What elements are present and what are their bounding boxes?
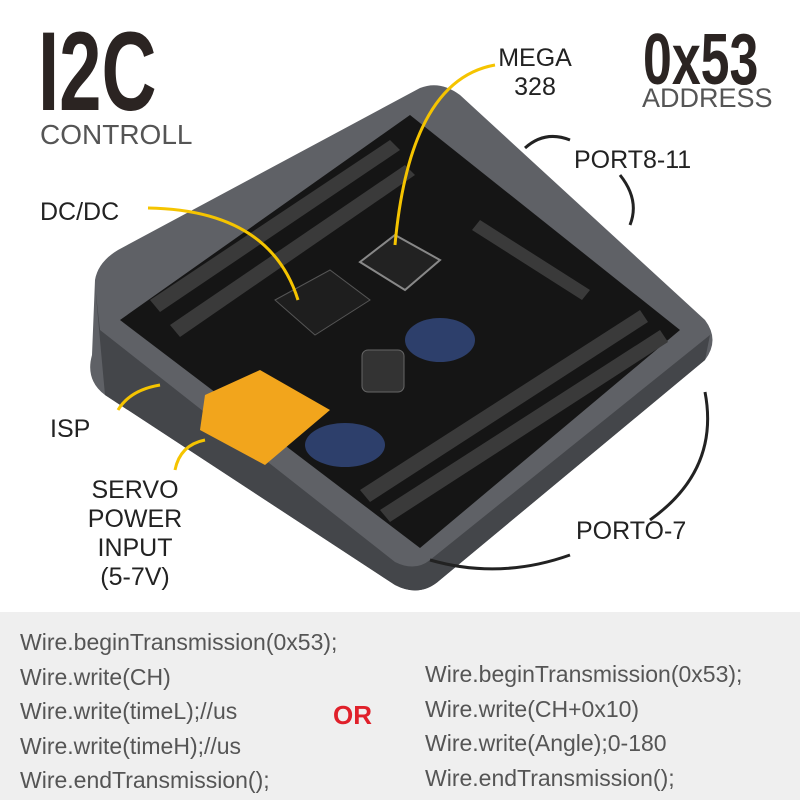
or-separator: OR (333, 700, 372, 730)
servo-line-2: POWER (87, 505, 183, 533)
callout-arrows (116, 63, 496, 471)
callout-port0-7: PORTO-7 (576, 517, 687, 545)
code-block-left: Wire.beginTransmission(0x53); Wire.write… (20, 625, 337, 798)
xt30-connector (200, 370, 330, 465)
title-controll: CONTROLL (40, 119, 193, 150)
callout-dcdc: DC/DC (40, 198, 120, 226)
code-line: Wire.write(CH) (20, 663, 171, 690)
code-line: Wire.beginTransmission(0x53); (425, 661, 743, 687)
code-line: Wire.endTransmission(); (20, 767, 270, 793)
capacitor (405, 318, 475, 362)
capacitor (305, 423, 385, 467)
code-line: Wire.beginTransmission(0x53); (20, 629, 338, 655)
code-line: Wire.write(timeL);//us (20, 698, 238, 724)
address-value: 0x53 (643, 20, 759, 100)
mcu-line-2: 328 (514, 73, 556, 101)
title-i2c: I2C (38, 9, 157, 134)
callout-servo-power: SERVO POWER INPUT (5-7V) (70, 476, 200, 592)
callout-mega328: MEGA 328 (490, 44, 580, 102)
dcdc-module (274, 269, 371, 336)
mcu-chip (358, 233, 442, 292)
callout-brackets (429, 134, 710, 571)
code-line: Wire.write(Angle);0-180 (425, 730, 667, 756)
servo-line-3: INPUT (97, 534, 173, 562)
callout-port8-11: PORT8-11 (574, 146, 692, 174)
mcu-line-1: MEGA (498, 44, 572, 72)
code-line: Wire.write(CH+0x10) (425, 695, 640, 722)
code-block-right: Wire.beginTransmission(0x53); Wire.write… (425, 657, 742, 795)
servo-line-1: SERVO (91, 476, 179, 504)
servo-controller-board-illustration (90, 63, 713, 591)
inductor (361, 349, 405, 393)
code-panel (0, 612, 800, 800)
pcb (120, 115, 680, 548)
code-line: Wire.write(timeH);//us (20, 732, 242, 759)
servo-line-4: (5-7V) (100, 563, 170, 591)
pin-headers (150, 140, 668, 522)
address-label: ADDRESS (642, 83, 773, 113)
code-line: Wire.endTransmission(); (425, 764, 675, 791)
callout-isp: ISP (50, 415, 91, 443)
